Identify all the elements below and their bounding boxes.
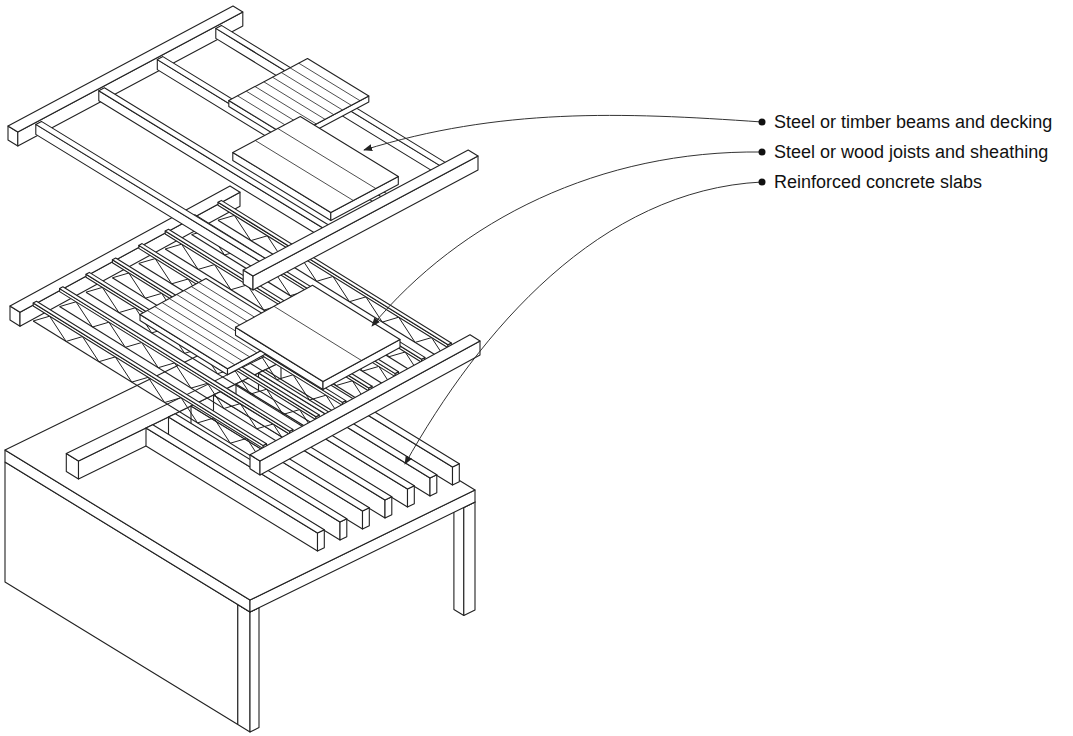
leader-line — [372, 152, 762, 326]
joist-web — [132, 377, 148, 382]
joist-web — [172, 279, 188, 284]
joist-web — [66, 337, 82, 342]
joist-web — [139, 259, 155, 264]
plank-joint — [278, 129, 376, 189]
cross-beam — [36, 124, 261, 272]
corrugation-line — [299, 63, 360, 100]
corrugation-line — [147, 311, 235, 365]
column — [250, 608, 259, 732]
bullet-dot — [759, 179, 766, 186]
joist-web — [218, 215, 234, 220]
joist-web — [277, 375, 293, 380]
joist-web — [349, 297, 366, 302]
joist-web — [112, 273, 128, 278]
cross-beam — [36, 121, 267, 262]
joist-web — [198, 418, 214, 423]
joist-web — [99, 357, 115, 362]
bullet-dot — [759, 149, 766, 156]
joist-web — [165, 244, 181, 249]
corrugation-line — [281, 73, 342, 111]
leader-line — [364, 115, 762, 150]
joist-web — [93, 322, 109, 327]
joist-web — [145, 293, 161, 298]
joist-web — [119, 308, 135, 313]
joist-web — [250, 389, 266, 394]
joist-web — [257, 424, 274, 429]
joist-web — [60, 302, 76, 307]
joist-web — [125, 343, 141, 348]
corrugation-line — [290, 68, 351, 106]
corrugation-line — [264, 82, 325, 120]
joist-web — [224, 404, 240, 409]
timber-decking — [233, 117, 398, 213]
joist-web — [251, 236, 267, 241]
corrugation-line — [155, 307, 243, 361]
joist-web — [165, 398, 182, 403]
plank-joint — [255, 141, 353, 201]
corrugation-line — [273, 77, 334, 115]
panel-joint — [274, 306, 362, 360]
steel-beam — [18, 12, 243, 146]
corrugation-line — [255, 87, 316, 125]
joist-web — [33, 316, 49, 321]
joist-web — [191, 383, 208, 388]
callout-label: Steel or timber beams and decking — [774, 111, 1052, 133]
leader-line — [405, 182, 762, 464]
callout-label: Steel or wood joists and sheathing — [774, 141, 1048, 163]
bullet-dot — [759, 119, 766, 126]
joist-web — [310, 395, 327, 400]
sheathing-panel — [236, 285, 401, 381]
callout-label: Reinforced concrete slabs — [774, 171, 982, 193]
column — [464, 502, 475, 616]
joist-web — [317, 277, 333, 282]
column — [454, 502, 464, 616]
joist-web — [415, 338, 432, 343]
joist-web — [230, 438, 247, 443]
column — [238, 605, 250, 733]
joist-web — [86, 287, 102, 292]
joist-web — [158, 363, 174, 368]
joist-web — [198, 265, 214, 270]
joist-web — [283, 410, 300, 415]
joist-web — [382, 317, 398, 322]
